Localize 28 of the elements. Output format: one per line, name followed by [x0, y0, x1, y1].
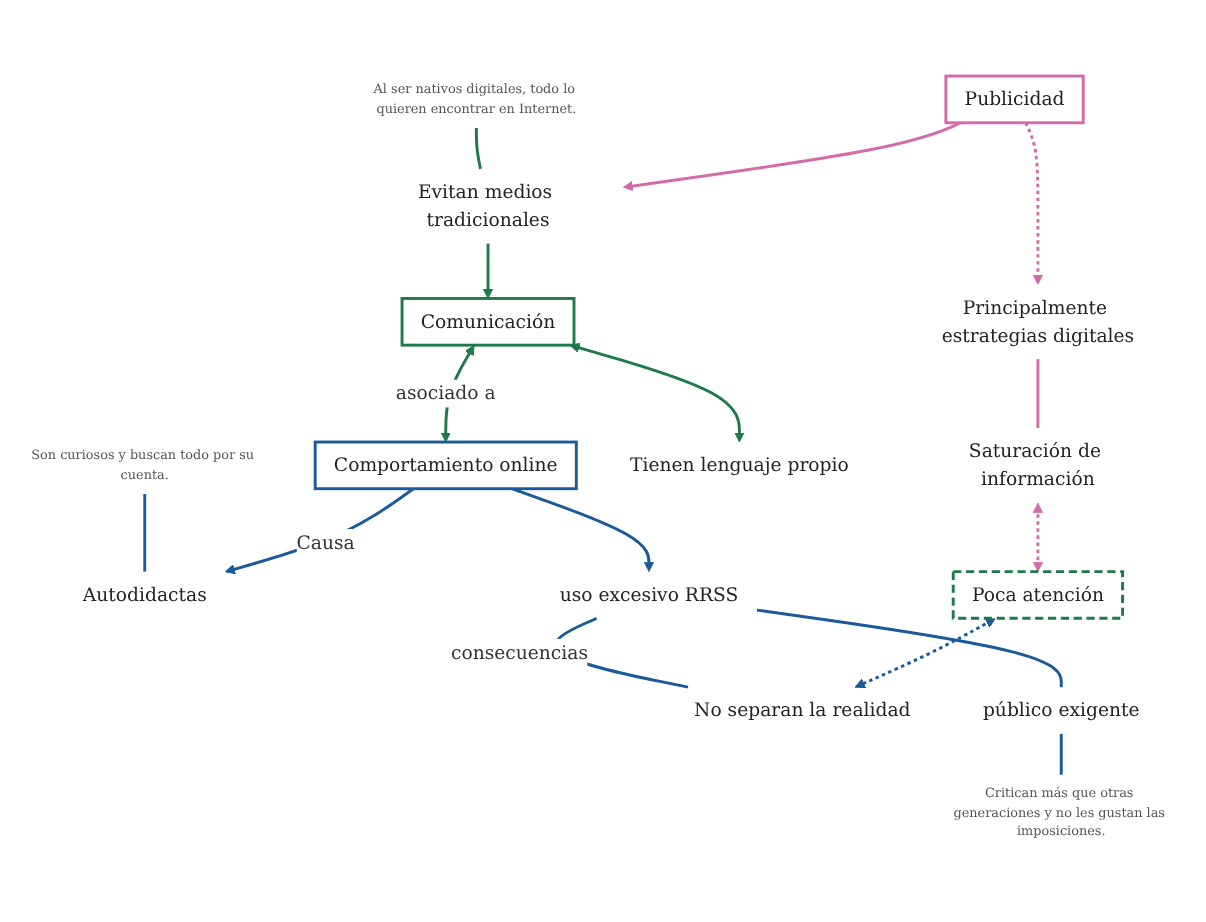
concept-box: Comunicación	[400, 297, 576, 347]
concept-text: Tienen lenguaje propio	[630, 453, 849, 476]
arrow	[511, 487, 655, 573]
edge-label: Causa	[296, 529, 355, 558]
edge-label: consecuencias	[450, 638, 589, 667]
concept-text: Evitan medios tradicionales	[417, 180, 553, 231]
concept-text: público exigente	[982, 698, 1140, 721]
arrow	[854, 618, 996, 689]
concept-text: Principalmente estrategias digitales	[941, 296, 1135, 347]
concept-box: Poca atención	[951, 570, 1125, 620]
concept-text: uso excesivo RRSS	[559, 583, 739, 606]
arrow	[482, 243, 494, 299]
arrow	[1032, 502, 1044, 573]
edge-label: asociado a	[395, 379, 496, 408]
connector	[756, 608, 1063, 688]
concept-box: Publicidad	[944, 74, 1085, 125]
arrow	[622, 121, 962, 192]
arrow	[569, 342, 745, 443]
concept-text: Saturación de información	[968, 439, 1101, 490]
connector	[1059, 733, 1063, 775]
concept-box: Comportamiento online	[313, 440, 578, 491]
arrow	[224, 487, 415, 575]
connector	[143, 494, 147, 572]
arrow	[1024, 122, 1044, 285]
connector	[1036, 359, 1040, 428]
concept-text: No separan la realidad	[694, 698, 911, 721]
connector	[474, 128, 482, 170]
concept-text: Autodidactas	[82, 583, 207, 606]
